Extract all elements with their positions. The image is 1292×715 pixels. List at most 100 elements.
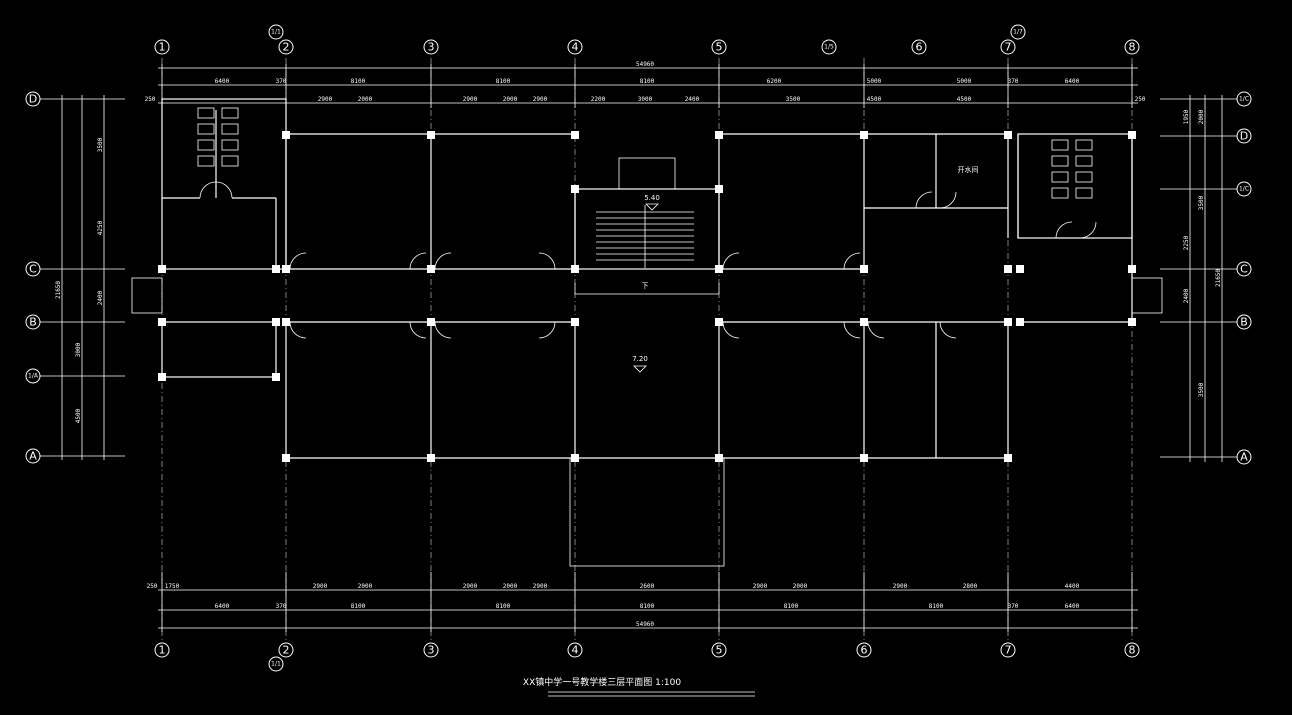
toilet-fixtures [197, 107, 1093, 199]
building-walls [131, 98, 1163, 567]
elevation-corridor: 7.20 [632, 355, 648, 363]
dim-text: 6400 [1065, 603, 1080, 610]
dimensions-right: 1950 2000 3500 2250 2400 3500 21650 [1160, 95, 1237, 462]
axis-label: 7 [1005, 644, 1012, 657]
dim-text: 2000 [793, 583, 808, 590]
dim-text: 370 [276, 78, 287, 85]
axis-label: 1/1 [271, 661, 281, 668]
dimensions-bottom: 250 1750 2900 2000 2900 2000 2900 2600 2… [147, 572, 1138, 632]
axis-label: 4 [572, 644, 579, 657]
axis-bubbles-bottom: 1 2 1/1 3 4 5 6 7 8 [154, 642, 1140, 672]
dim-text: 3000 [75, 342, 82, 357]
dim-text: 8100 [929, 603, 944, 610]
dim-text: 4250 [97, 220, 104, 235]
dim-text: 8100 [351, 603, 366, 610]
dim-total-bottom: 54960 [636, 621, 654, 628]
dim-text: 6200 [767, 78, 782, 85]
dim-text: 8100 [496, 78, 511, 85]
axis-label: 1 [159, 41, 166, 54]
dim-text: 5000 [957, 78, 972, 85]
dim-text: 1950 [1183, 109, 1190, 124]
axis-label: 7 [1005, 41, 1012, 54]
dim-text: 370 [276, 603, 287, 610]
axis-label: 3 [428, 644, 435, 657]
axis-label: B [29, 316, 37, 329]
dim-text: 2900 [313, 583, 328, 590]
dim-text: 2900 [533, 583, 548, 590]
dim-text: 2000 [503, 583, 518, 590]
dimensions-left: 3500 4250 2400 3000 4500 21650 [40, 95, 125, 460]
dim-text: 2900 [753, 583, 768, 590]
axis-label: C [1240, 263, 1248, 276]
dim-text: 2250 [1183, 235, 1190, 250]
axis-label: D [1240, 130, 1248, 143]
dim-text: 2400 [1183, 288, 1190, 303]
dim-text: 2000 [358, 96, 373, 103]
axis-label: 4 [572, 41, 579, 54]
drawing-title: XX镇中学一号教学楼三层平面图 1:100 [523, 676, 681, 688]
axis-label: 1/7 [1013, 29, 1023, 36]
stair-direction: 下 [642, 282, 649, 290]
dim-text: 3500 [97, 137, 104, 152]
axis-label: 6 [861, 644, 868, 657]
dim-text: 6400 [215, 78, 230, 85]
axis-label: 3 [428, 41, 435, 54]
dim-text: 8100 [784, 603, 799, 610]
dim-text: 2900 [463, 583, 478, 590]
dim-text: 370 [1008, 603, 1019, 610]
drawing-title-block: XX镇中学一号教学楼三层平面图 1:100 [523, 676, 755, 697]
dim-text: 370 [1008, 78, 1019, 85]
axis-label: 8 [1129, 644, 1136, 657]
dim-text: 4500 [867, 96, 882, 103]
dim-text: 250 [1135, 96, 1146, 103]
axis-label: A [1240, 451, 1248, 464]
dim-text: 3500 [1198, 195, 1205, 210]
dim-text: 2900 [533, 96, 548, 103]
dim-text: 2600 [640, 583, 655, 590]
axis-label: 6 [916, 41, 923, 54]
axis-grid-vertical [161, 58, 1133, 640]
axis-label: 2 [283, 644, 290, 657]
dim-text: 8100 [640, 78, 655, 85]
dim-text: 2900 [463, 96, 478, 103]
dim-text: 2400 [685, 96, 700, 103]
dim-text: 5000 [867, 78, 882, 85]
dim-total-top: 54960 [636, 61, 654, 68]
annotations: 5.40 7.20 下 开水间 [632, 165, 979, 373]
dim-text: 21650 [1215, 269, 1222, 287]
dim-text: 8100 [496, 603, 511, 610]
dim-text: 2800 [963, 583, 978, 590]
dimensions-top: 54960 6400 370 8100 8100 8100 6200 5000 … [145, 61, 1146, 108]
dim-text: 3500 [786, 96, 801, 103]
dim-text: 2000 [503, 96, 518, 103]
dim-text: 2900 [893, 583, 908, 590]
axis-label: 5 [716, 644, 723, 657]
axis-bubbles-right: 1/C D 1/C C B A [1236, 91, 1252, 465]
door-swings [199, 181, 1097, 339]
dim-text: 2000 [358, 583, 373, 590]
axis-label: 1/1 [271, 29, 281, 36]
axis-label: B [1240, 316, 1248, 329]
dim-text: 6400 [1065, 78, 1080, 85]
axis-bubbles-top: 1 1/1 2 3 4 5 1/5 6 7 1/7 8 [154, 24, 1140, 55]
axis-label: 1/A [28, 373, 39, 380]
dim-text: 6400 [215, 603, 230, 610]
dim-text: 2900 [318, 96, 333, 103]
axis-label: 8 [1129, 41, 1136, 54]
dim-text: 2400 [97, 290, 104, 305]
axis-bubbles-left: D C B 1/A A [25, 91, 41, 464]
axis-label: 1/C [1239, 186, 1249, 193]
dim-text: 250 [147, 583, 158, 590]
dim-text: 3500 [1198, 382, 1205, 397]
dim-text: 8100 [640, 603, 655, 610]
elevation-stair: 5.40 [644, 194, 660, 202]
dim-text: 8100 [351, 78, 366, 85]
axis-label: A [29, 450, 37, 463]
room-label: 开水间 [958, 165, 979, 174]
axis-label: 1/C [1239, 96, 1249, 103]
axis-label: C [29, 263, 37, 276]
axis-label: 1/5 [824, 44, 834, 51]
dim-text: 250 [145, 96, 156, 103]
dim-text: 4500 [75, 408, 82, 423]
